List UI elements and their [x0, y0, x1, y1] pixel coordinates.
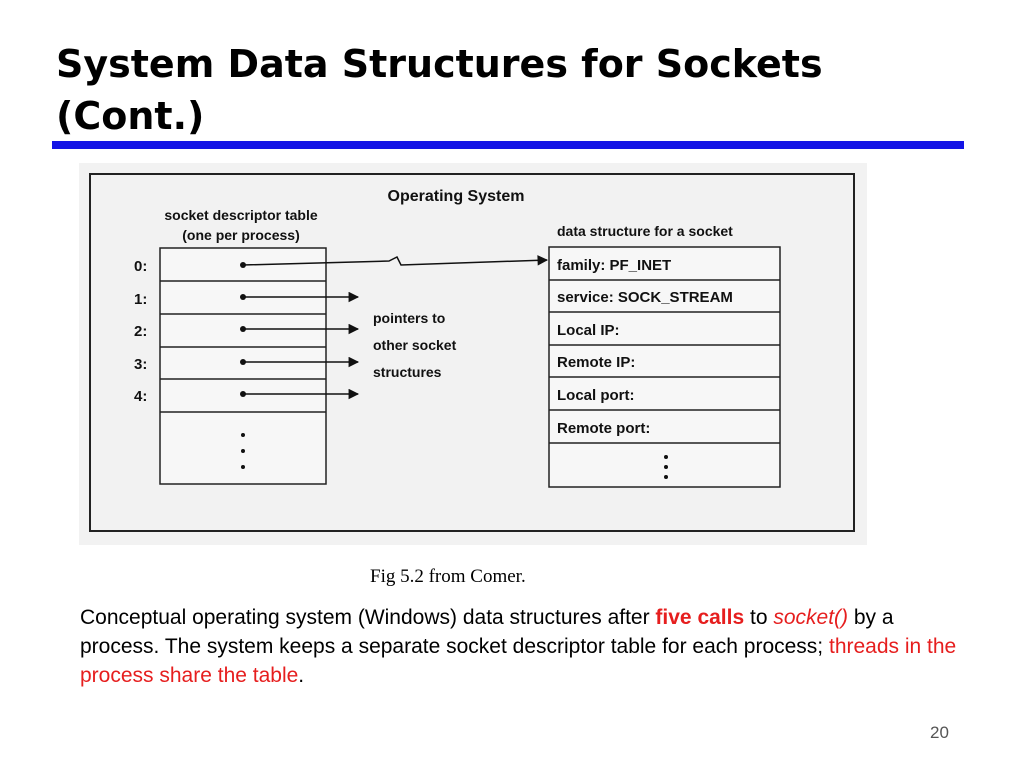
row-label-4: 4:	[134, 388, 147, 405]
socket-structures-figure: Operating System socket descriptor table…	[79, 163, 867, 545]
description-text-1: Conceptual operating system (Windows) da…	[80, 606, 656, 629]
title-line-2: (Cont.)	[56, 94, 205, 138]
description-paragraph: Conceptual operating system (Windows) da…	[80, 603, 960, 690]
row-label-2: 2:	[134, 323, 147, 340]
socket-field-local-port: Local port:	[557, 387, 635, 404]
descriptor-table-label-1: socket descriptor table	[164, 207, 317, 223]
socket-field-remote-ip: Remote IP:	[557, 354, 635, 371]
pointers-note-3: structures	[373, 364, 442, 380]
socket-data-structure	[548, 246, 781, 488]
figure-caption: Fig 5.2 from Comer.	[370, 566, 526, 587]
title-underline	[52, 141, 964, 149]
os-heading: Operating System	[388, 188, 525, 205]
page-number: 20	[930, 723, 949, 742]
description-text-2: to	[744, 606, 774, 629]
pointers-note-2: other socket	[373, 337, 457, 353]
row-label-0: 0:	[134, 258, 147, 275]
table-continuation-dots	[241, 433, 245, 469]
description-text-4: .	[298, 664, 305, 687]
highlight-threads-share: threads in the process share the table	[80, 635, 957, 687]
title-line-1: System Data Structures for Sockets	[56, 42, 823, 86]
pointers-note-1: pointers to	[373, 310, 445, 326]
socket-field-service: service: SOCK_STREAM	[557, 289, 733, 306]
highlight-five-calls: five calls	[655, 606, 745, 629]
socket-function-name: socket()	[773, 606, 849, 629]
os-boundary	[89, 173, 855, 532]
pointer-arrows-other	[243, 291, 360, 400]
pointer-arrow-row-0	[242, 255, 549, 266]
socket-field-remote-port: Remote port:	[557, 420, 650, 437]
description-text-3: by a process. The system keeps a separat…	[80, 606, 894, 658]
socket-field-local-ip: Local IP:	[557, 322, 620, 339]
row-label-1: 1:	[134, 291, 147, 308]
descriptor-table-label-2: (one per process)	[182, 227, 299, 243]
structure-continuation-dots	[664, 455, 668, 479]
slide-title: System Data Structures for Sockets (Cont…	[56, 38, 976, 142]
socket-descriptor-table	[159, 247, 327, 485]
figure-diagram: Operating System socket descriptor table…	[89, 173, 855, 532]
socket-structure-label: data structure for a socket	[557, 223, 733, 239]
socket-field-family: family: PF_INET	[557, 257, 671, 274]
row-label-3: 3:	[134, 356, 147, 373]
